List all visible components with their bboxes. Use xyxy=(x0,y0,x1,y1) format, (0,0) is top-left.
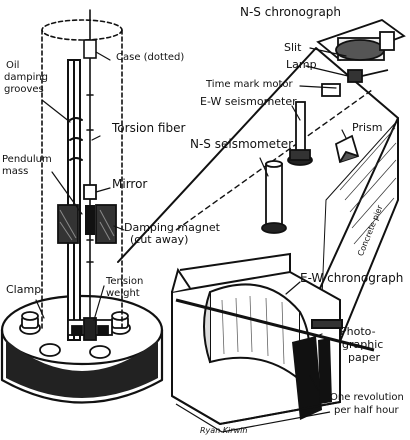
case-dotted xyxy=(41,19,123,331)
prism-drawing xyxy=(334,134,360,164)
label-ew-seismometer: E-W seismometer xyxy=(200,95,297,108)
ns-chronograph-drawing xyxy=(316,18,406,97)
label-revolution-2: per half hour xyxy=(334,405,399,416)
ns-seismometer-drawing xyxy=(261,160,287,234)
leader-lines xyxy=(35,47,349,391)
mirror-block xyxy=(83,184,97,200)
oil-grooves xyxy=(69,117,83,161)
base-shadow xyxy=(6,340,158,398)
label-torsion-fiber: Torsion fiber xyxy=(112,121,186,135)
label-pendulum-1: Pendulum xyxy=(2,154,52,165)
label-photo-3: paper xyxy=(348,351,380,364)
support-pillar xyxy=(67,59,81,341)
ew-chronograph-drawing xyxy=(171,252,375,433)
fiber-ticks xyxy=(86,94,94,263)
base-side xyxy=(0,328,164,404)
label-ns-seismometer: N-S seismometer xyxy=(190,137,294,151)
label-tension-2: weight xyxy=(106,288,140,299)
label-ew-chronograph: E-W chronograph xyxy=(300,271,404,285)
label-tension-1: Tension xyxy=(106,276,144,287)
light-path xyxy=(175,89,373,231)
label-oil-damping-2: damping xyxy=(4,72,49,83)
label-photo-2: graphic xyxy=(342,338,384,351)
pendulum-mass xyxy=(85,205,95,235)
tension-weight xyxy=(67,317,113,341)
torsion-seismometer-drawing xyxy=(0,9,164,404)
label-damping-magnet-2: (cut away) xyxy=(130,233,189,246)
label-time-mark-motor: Time mark motor xyxy=(206,79,293,90)
leveling-screws xyxy=(19,311,131,359)
label-clamp: Clamp xyxy=(6,283,42,296)
label-mirror: Mirror xyxy=(112,177,148,191)
label-lamp: Lamp xyxy=(286,58,317,71)
paper-fringe xyxy=(292,336,332,420)
label-oil-damping-3: grooves xyxy=(4,84,44,95)
label-case: Case (dotted) xyxy=(116,52,185,63)
ew-seismometer-drawing xyxy=(287,101,313,166)
top-clamp xyxy=(83,39,97,59)
label-damping-magnet-1: Damping magnet xyxy=(124,221,220,234)
pier-hatching xyxy=(339,127,397,245)
label-prism: Prism xyxy=(352,121,383,134)
damping-magnets xyxy=(57,204,117,244)
label-oil-damping-1: Oil xyxy=(6,60,20,71)
label-ns-chronograph: N-S chronograph xyxy=(240,5,342,19)
label-slit: Slit xyxy=(284,41,302,54)
artist-signature: Ryan Kirwin xyxy=(200,426,248,435)
label-pendulum-2: mass xyxy=(2,166,29,177)
label-photo-1: Photo- xyxy=(340,325,376,338)
label-revolution-1: One revolution xyxy=(330,392,404,403)
